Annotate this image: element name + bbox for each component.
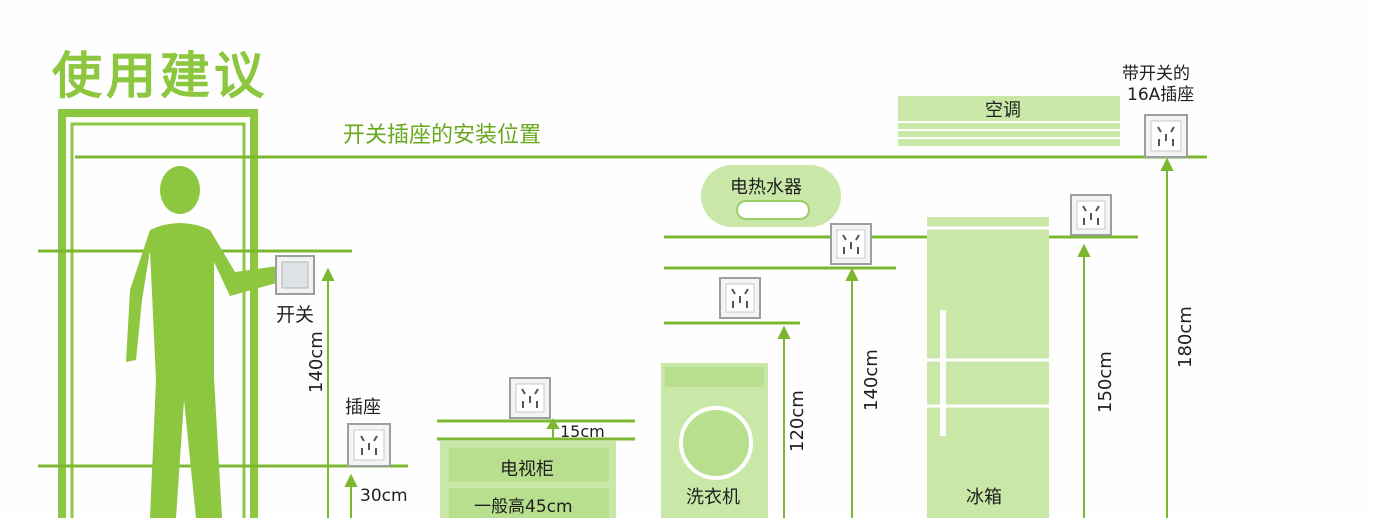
dim-fridge-height: 150cm	[1095, 351, 1116, 413]
washing-machine	[661, 363, 768, 518]
socket-ac	[1144, 114, 1188, 158]
wall-switch	[275, 255, 315, 295]
water-heater	[701, 165, 841, 227]
dim-socket-height: 30cm	[360, 486, 408, 506]
ac-socket-label-line1: 带开关的	[1122, 64, 1190, 84]
socket-heater	[830, 223, 872, 265]
person-silhouette	[126, 166, 280, 518]
tv-cabinet-label: 电视柜	[500, 459, 554, 480]
water-heater-label: 电热水器	[730, 177, 802, 198]
air-conditioner	[898, 96, 1120, 146]
dim-heater-height: 140cm	[861, 349, 882, 411]
dim-ac-height: 180cm	[1175, 306, 1196, 368]
socket-label: 插座	[345, 397, 381, 418]
sockets-group	[347, 114, 1188, 467]
tv-cabinet-note: 一般高45cm	[474, 497, 573, 517]
tv-cabinet	[440, 441, 616, 518]
socket-low	[347, 423, 391, 467]
switch-label: 开关	[276, 304, 314, 326]
ac-label: 空调	[985, 100, 1021, 121]
fridge-label: 冰箱	[966, 487, 1002, 508]
dimension-arrows	[321, 157, 1174, 518]
reference-lines	[38, 155, 1207, 468]
diagram-subtitle: 开关插座的安装位置	[343, 123, 542, 148]
dim-switch-height: 140cm	[306, 331, 327, 393]
washer-label: 洗衣机	[686, 487, 740, 508]
refrigerator	[927, 217, 1049, 518]
socket-fridge	[1070, 194, 1112, 236]
socket-tv	[509, 377, 551, 419]
ac-socket-label-line2: 16A插座	[1127, 85, 1194, 105]
dim-washer-height: 120cm	[787, 390, 808, 452]
socket-washer	[719, 277, 761, 319]
page-title: 使用建议	[52, 47, 268, 105]
door-frame	[58, 109, 258, 518]
dim-tv-offset: 15cm	[560, 422, 605, 441]
